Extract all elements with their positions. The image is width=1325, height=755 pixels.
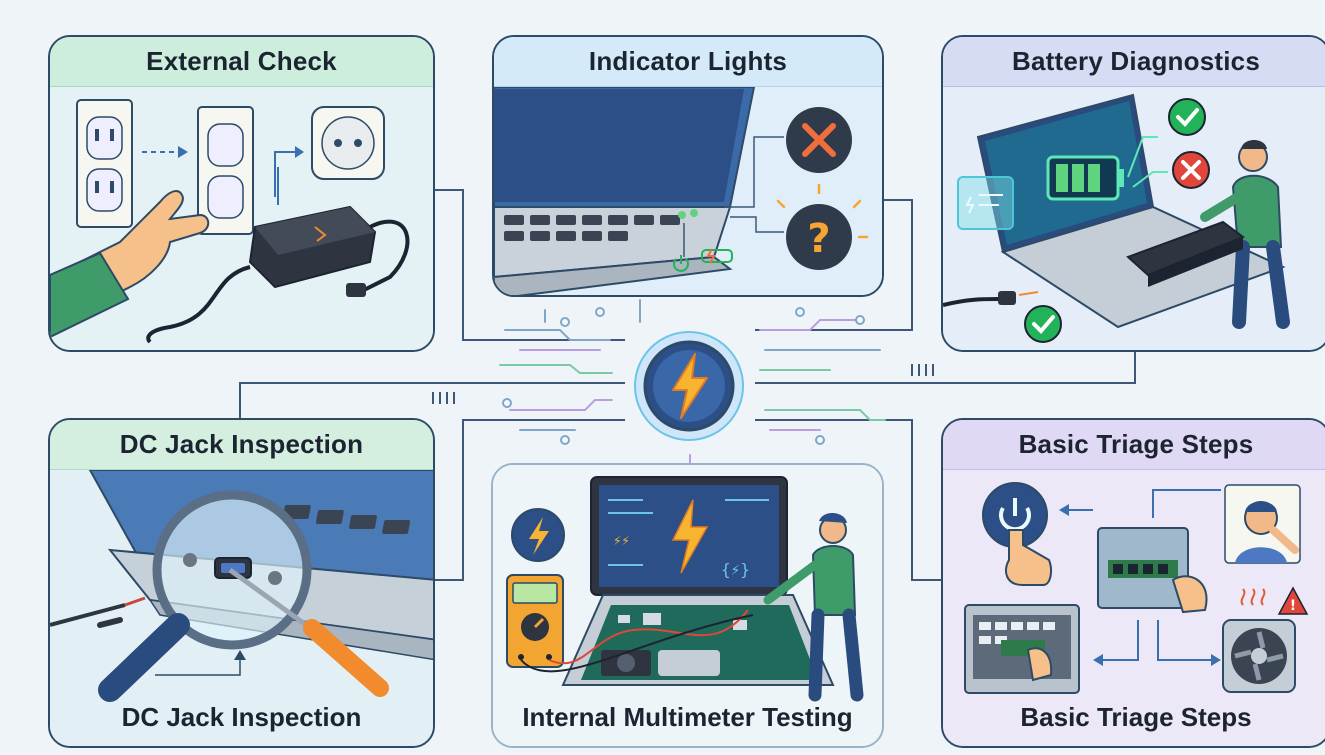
battery-pack-icon [1126, 220, 1246, 287]
panel-title: Indicator Lights [494, 37, 882, 87]
panel-title: DC Jack Inspection [50, 420, 433, 470]
laptop-screen: ⚡⚡ {⚡} [590, 476, 788, 596]
panel-caption: Internal Multimeter Testing [522, 701, 853, 732]
question-mark-icon: ? [776, 183, 869, 270]
outlet-and-adapter-illustration [50, 87, 433, 350]
dc-jack-illustration [50, 469, 433, 746]
error-x-icon [1172, 151, 1210, 189]
lightning-bolt-icon [511, 508, 565, 562]
panel-title: External Check [50, 37, 433, 87]
hub-lightning-icon [634, 331, 744, 441]
panel-caption: DC Jack Inspection [121, 701, 362, 732]
warning-icon: ! [1277, 586, 1309, 615]
svg-text:⚡⚡: ⚡⚡ [613, 533, 630, 549]
power-adapter-icon [248, 205, 377, 289]
multimeter-icon [506, 574, 564, 668]
battery-icon [1046, 155, 1124, 201]
svg-text:?: ? [807, 216, 830, 262]
screwdriver-icon [228, 567, 389, 697]
technician-figure [1200, 140, 1290, 329]
power-icon [673, 255, 689, 272]
laptop-indicator-illustration: ? [494, 86, 882, 295]
wall-outlet-icon [76, 99, 133, 228]
dc-jack-inspection-panel: DC Jack Inspection DC Jack Inspection [48, 418, 435, 748]
panel-caption: Basic Triage Steps [1020, 701, 1252, 732]
fan-icon [1222, 588, 1296, 693]
battery-diagnostics-illustration [943, 87, 1325, 350]
check-icon [1168, 98, 1206, 136]
check-icon [1024, 305, 1062, 343]
wall-outlet-icon [197, 106, 254, 235]
person-avatar-icon [1224, 484, 1301, 564]
svg-text:!: ! [1290, 598, 1296, 614]
basic-triage-panel: ! Basic Triage Steps Basic Triage Steps [941, 418, 1325, 748]
power-button-icon [982, 482, 1052, 586]
technician-figure [763, 512, 864, 702]
battery-diagnostics-panel: Battery Diagnostics [941, 35, 1325, 352]
panel-title: Basic Triage Steps [943, 420, 1325, 470]
indicator-lights-panel: ? Indicator Lights [492, 35, 884, 297]
external-check-panel: External Check [48, 35, 435, 352]
socket-icon [311, 106, 385, 180]
charging-icon [701, 248, 733, 264]
triage-illustration: ! [943, 470, 1325, 746]
error-x-icon [786, 107, 852, 173]
panel-title: Battery Diagnostics [943, 37, 1325, 87]
laptop-icon [964, 604, 1080, 694]
multimeter-testing-panel: ⚡⚡ {⚡} Internal Multimeter Testing [491, 463, 884, 748]
ram-module-icon [1097, 527, 1208, 614]
svg-text:{⚡}: {⚡} [721, 560, 750, 579]
multimeter-illustration: ⚡⚡ {⚡} [493, 465, 882, 746]
status-window-icon [957, 176, 1014, 230]
